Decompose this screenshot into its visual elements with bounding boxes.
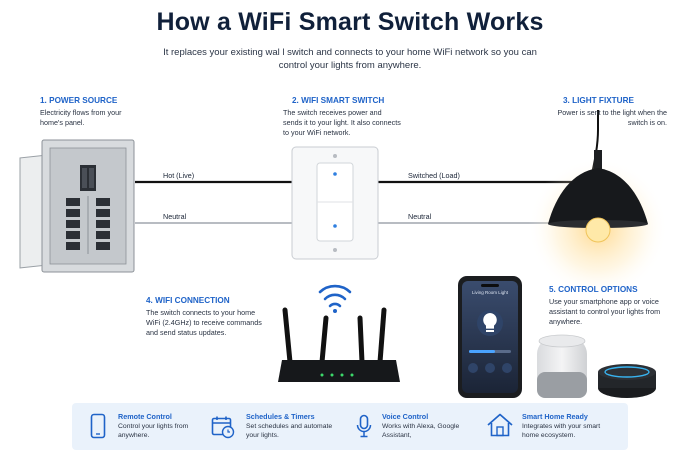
wifi-connection-title: 4. WIFI CONNECTION xyxy=(146,296,230,305)
neutral-wire-right-label: Neutral xyxy=(408,212,432,221)
phone-icon xyxy=(90,413,106,444)
power-source-title: 1. POWER SOURCE xyxy=(40,96,118,105)
feature-voice-text: Works with Alexa, Google Assistant, xyxy=(382,423,460,439)
switched-wire-label: Switched (Load) xyxy=(408,171,460,180)
wifi-connection-text: The switch connects to your home WiFi (2… xyxy=(146,308,262,337)
neutral-wire-left-label: Neutral xyxy=(163,212,187,221)
microphone-icon xyxy=(356,414,372,445)
smartphone xyxy=(458,276,522,398)
bulb-icon xyxy=(483,313,497,329)
smart-switch xyxy=(291,146,379,260)
phone-app-title: Living Room Light xyxy=(471,290,509,295)
smart-speaker-google xyxy=(537,334,587,398)
feature-schedules-title: Schedules & Timers xyxy=(246,412,315,421)
wifi-icon xyxy=(318,284,352,313)
electrical-panel xyxy=(19,139,135,273)
light-fixture-title: 3. LIGHT FIXTURE xyxy=(563,96,634,105)
feature-smart-home-title: Smart Home Ready xyxy=(522,412,588,421)
hot-wire-label: Hot (Live) xyxy=(163,171,195,180)
smart-speaker-echo xyxy=(598,364,656,398)
smart-switch-text: The switch receives power and sends it t… xyxy=(283,108,401,137)
light-fixture-text: Power is sent to the light when the swit… xyxy=(557,108,667,127)
feature-voice-title: Voice Control xyxy=(382,412,429,421)
calendar-icon xyxy=(211,415,235,444)
page-title: How a WiFi Smart Switch Works xyxy=(156,8,544,36)
feature-strip: Remote Control Control your lights from … xyxy=(72,403,628,450)
feature-remote-text: Control your lights from anywhere. xyxy=(118,423,189,439)
feature-smart-home-text: Integrates with your smart home ecosyste… xyxy=(522,423,601,439)
control-options-text: Use your smartphone app or voice assista… xyxy=(549,297,661,326)
smart-switch-title: 2. WIFI SMART SWITCH xyxy=(292,96,385,105)
feature-remote-title: Remote Control xyxy=(118,412,172,421)
router xyxy=(278,307,400,382)
home-icon xyxy=(486,412,514,443)
control-options-title: 5. CONTROL OPTIONS xyxy=(549,285,638,294)
power-source-text: Electricity flows from your home's panel… xyxy=(40,108,122,127)
light-fixture xyxy=(528,150,668,298)
page-subtitle: It replaces your existing wal l switch a… xyxy=(163,47,537,71)
feature-schedules-text: Set schedules and automate your lights. xyxy=(246,423,333,439)
